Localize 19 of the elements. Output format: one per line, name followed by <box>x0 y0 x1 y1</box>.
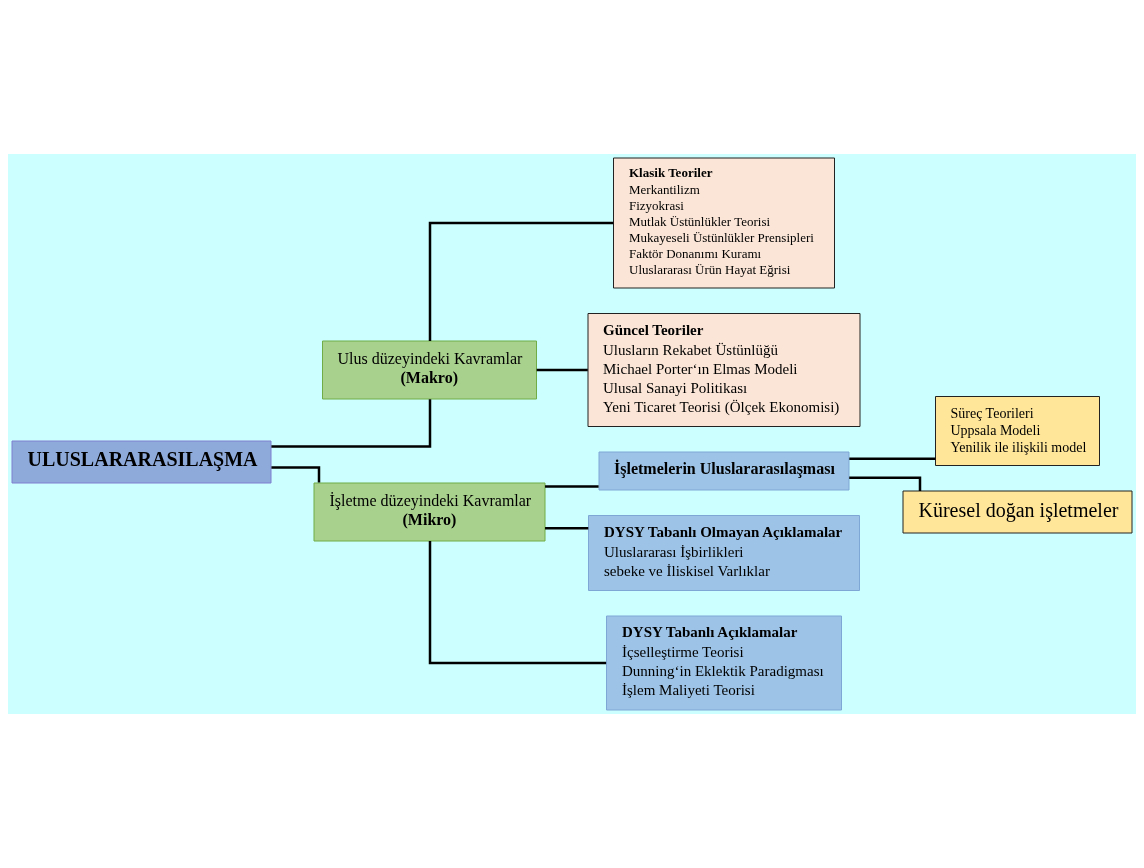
node-box: Güncel Teoriler Ulusların Rekabet Üstünlüğü Michael Porter‘ın Elmas Modeli Ulusal Sanayi Politikası Yeni Ticaret Teorisi (Ölçek Ekonomisi) <box>587 313 861 427</box>
node-box: DYSY Tabanlı Açıklamalar İçselleştirme Teorisi Dunning‘in Eklektik Paradigması İşlem Maliyeti Teorisi <box>606 615 842 711</box>
connector <box>428 221 614 341</box>
connector <box>545 485 599 488</box>
connector <box>536 368 588 372</box>
connector <box>271 399 432 448</box>
node-box: ULUSLARARASILAŞMA <box>11 440 272 484</box>
node-box: İşletmelerin Uluslararasılaşması <box>598 451 850 491</box>
connector <box>849 476 922 491</box>
node-box: DYSY Tabanlı Olmayan Açıklamalar Uluslararası İşbirlikleri sebeke ve İliskisel Varlıklar <box>588 515 860 591</box>
node-box: Klasik Teoriler Merkantilizm Fizyokrasi Mutlak Üstünlükler Teorisi Mukayeseli Üstünlükler Prensipleri Faktör Donanımı Kuramı Uluslararası Ürün Hayat Eğrisi <box>613 157 835 289</box>
node-box: Süreç Teorileri Uppsala Modeli Yenilik ile ilişkili model <box>935 396 1100 466</box>
connector <box>428 541 607 665</box>
node-box: Küresel doğan işletmeler <box>902 490 1133 534</box>
connector <box>849 457 936 460</box>
connector <box>271 466 321 483</box>
connector <box>545 527 589 530</box>
node-box: İşletme düzeyindeki Kavramlar (Mikro) <box>313 482 546 542</box>
node-box: Ulus düzeyindeki Kavramlar (Makro) <box>322 340 537 400</box>
